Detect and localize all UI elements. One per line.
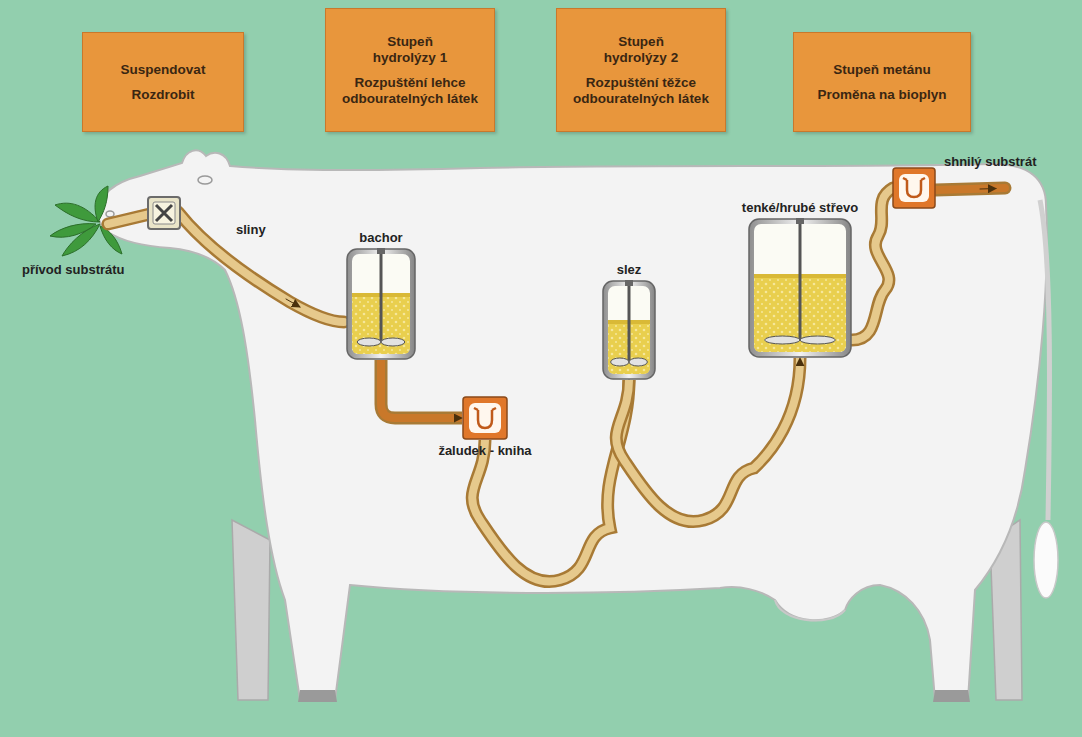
stage-text: Rozdrobit — [132, 87, 195, 103]
digester-tank: bachor — [336, 230, 426, 360]
stage-text: Stupeň hydrolýzy 1 — [354, 34, 466, 66]
stage-box: Stupeň hydrolýzy 1 Rozpuštění lehce odbou… — [325, 8, 495, 132]
stage-text: Rozpuštění lehce odbouratelných látek — [331, 75, 489, 107]
part-label: žaludek - kniha — [438, 443, 531, 458]
digester-tank: slez — [594, 262, 664, 380]
stage-box: Stupeň hydrolýzy 2 Rozpuštění těžce odbou… — [556, 8, 726, 132]
stage-text: Stupeň metánu — [833, 62, 931, 78]
digester-tank: tenké/hrubé střevo — [720, 200, 880, 358]
part-label: slez — [617, 262, 642, 277]
tank-vessel — [346, 248, 416, 360]
flow-label: shnilý substrát — [944, 154, 1036, 169]
flow-label: sliny — [236, 222, 266, 237]
tank-vessel — [602, 280, 656, 380]
flow-label: přívod substrátu — [22, 262, 125, 277]
stage-text: Proměna na bioplyn — [817, 87, 946, 103]
stage-box: SuspendovatRozdrobit — [82, 32, 244, 132]
pump-icon — [462, 396, 508, 440]
digestion-tube — [616, 358, 800, 522]
part-label: bachor — [359, 230, 402, 245]
pump-unit: žaludek - kniha — [420, 396, 550, 458]
digestion-tube — [381, 360, 462, 418]
tank-vessel — [748, 218, 852, 358]
stage-text: Rozpuštění těžce odbouratelných látek — [562, 75, 720, 107]
stage-text: Suspendovat — [121, 62, 206, 78]
stage-text: Stupeň hydrolýzy 2 — [585, 34, 697, 66]
part-label: tenké/hrubé střevo — [742, 200, 858, 215]
stage-box: Stupeň metánuProměna na bioplyn — [793, 32, 971, 132]
